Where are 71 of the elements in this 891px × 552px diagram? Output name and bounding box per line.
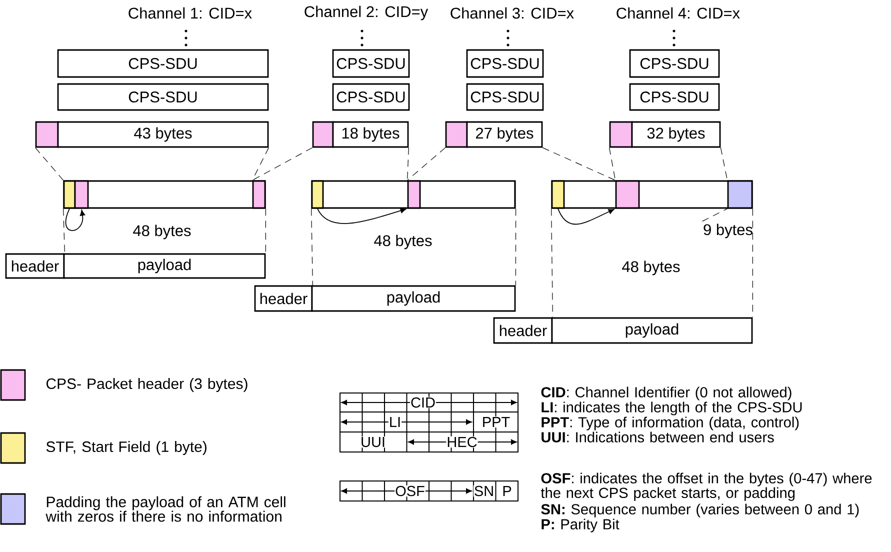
sdu-box: CPS-SDU [57, 49, 269, 78]
packet-payload-box: 18 bytes [332, 121, 409, 148]
legend-text: Padding the payload of an ATM cell with zeros if there is no information [46, 496, 286, 522]
field-label: UUI [360, 436, 386, 448]
packet-header-field [252, 180, 266, 209]
field-label: P [502, 486, 512, 496]
projection-line [720, 147, 728, 181]
projection-line [252, 147, 313, 181]
channel-title: Channel 1: CID=x [128, 7, 252, 19]
packet-payload-box: 43 bytes [57, 121, 269, 148]
sdu-box: CPS-SDU [57, 83, 269, 111]
field-label: PPT [481, 416, 511, 428]
definition-text: PPT: Type of information (data, control) [542, 416, 799, 430]
field-label: CID [410, 396, 436, 408]
start-field [551, 180, 565, 209]
field-label: SN [473, 485, 495, 497]
projection-line [407, 147, 409, 181]
sdu-box: CPS-SDU [466, 49, 544, 78]
size-label: 48 bytes [133, 224, 191, 240]
channel-title: Channel 3: CID=x [450, 7, 574, 19]
legend-text: CPS- Packet header (3 bytes) [46, 378, 248, 392]
definition-text: P: Parity Bit [542, 518, 620, 532]
packet-header-box [609, 121, 633, 148]
packet-header-box [312, 121, 334, 148]
projection-line [752, 208, 753, 318]
definition-text: LI: indicates the length of the CPS-SDU [542, 402, 802, 416]
sdu-box: CPS-SDU [466, 83, 544, 111]
definition-text: CID: Channel Identifier (0 not allowed) [541, 386, 792, 400]
projection-line [515, 208, 516, 286]
definition-text: UUI: Indications between end users [542, 432, 774, 442]
legend-text: STF, Start Field (1 byte) [46, 441, 206, 455]
projection-line [252, 147, 269, 181]
field-label: HEC [446, 436, 478, 448]
packet-header-field [615, 180, 640, 209]
projection-line [63, 208, 65, 254]
packet-header-field [74, 180, 89, 209]
padding-field [727, 180, 753, 209]
definition-text: SN: Sequence number (varies between 0 and 1) [541, 504, 859, 518]
field-label: OSF [394, 485, 426, 497]
size-label: 48 bytes [374, 234, 432, 250]
packet-header-field [407, 180, 421, 209]
projection-line [265, 208, 266, 254]
leader-line [702, 208, 728, 222]
projection-line [311, 208, 313, 286]
projection-line [35, 147, 64, 181]
projection-line [542, 147, 616, 181]
channel-title: Channel 2: CID=y [304, 6, 428, 20]
sdu-box: CPS-SDU [332, 83, 410, 111]
cell-header-box: header [254, 285, 313, 312]
cell-header-box: header [493, 317, 553, 344]
start-field [63, 180, 76, 209]
projection-line [609, 147, 616, 181]
arrow [65, 208, 86, 231]
packet-payload-box: 32 bytes [631, 121, 721, 148]
arrow [317, 208, 406, 224]
size-label: 9 bytes [704, 224, 752, 238]
cell-header-box: header [5, 253, 65, 279]
channel-title: Channel 4: CID=x [616, 7, 740, 19]
sdu-box: CPS-SDU [629, 49, 720, 78]
arrow [558, 208, 614, 225]
size-label: 48 bytes [622, 260, 680, 276]
packet-header-box [35, 121, 59, 148]
definition-text: OSF: indicates the offset in the bytes (0-47) where the next CPS packet starts, or padding [540, 472, 872, 501]
packet-payload-box: 27 bytes [466, 121, 543, 148]
projection-line [551, 208, 553, 318]
start-field [311, 180, 324, 209]
sdu-box: CPS-SDU [629, 83, 720, 111]
sdu-box: CPS-SDU [332, 49, 410, 78]
projection-line [407, 147, 446, 181]
field-label: LI [388, 416, 402, 428]
packet-header-box [445, 121, 468, 148]
